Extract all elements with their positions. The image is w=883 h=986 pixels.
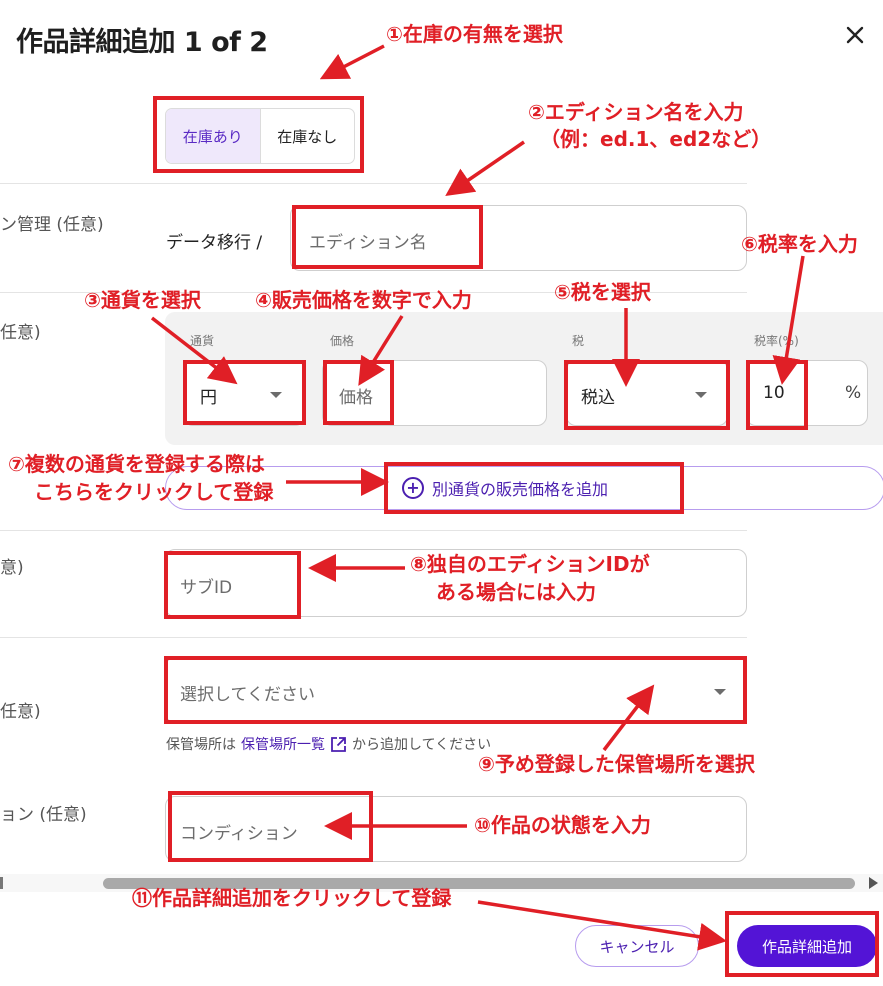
submit-button[interactable]: 作品詳細追加 [737, 925, 877, 967]
tax-rate-label: 税率(%) [754, 334, 799, 348]
condition-side-label: ョン (任意) [0, 805, 87, 825]
storage-helper: 保管場所は 保管場所一覧 から追加してください [166, 734, 491, 754]
annotation-8-line1: ⑧独自のエディションIDが [410, 552, 650, 576]
annotation-2-line1: ②エディション名を入力 [528, 100, 744, 124]
scroll-left-icon[interactable] [0, 877, 3, 889]
tax-value: 税込 [581, 388, 615, 408]
highlight-submit [725, 911, 879, 977]
highlight-sub-id [164, 551, 301, 619]
annotation-4: ④販売価格を数字で入力 [255, 288, 472, 312]
sub-id-side-label: 意) [0, 558, 24, 578]
chevron-down-icon [714, 689, 726, 695]
percent-symbol: % [845, 383, 862, 403]
tax-label: 税 [572, 334, 585, 348]
annotation-3: ③通貨を選択 [84, 288, 201, 312]
divider [0, 637, 747, 638]
divider [0, 183, 747, 184]
divider [0, 292, 747, 293]
close-icon [846, 26, 864, 44]
condition-placeholder: コンディション [180, 824, 298, 844]
highlight-tax [564, 360, 730, 430]
price-label: 価格 [330, 334, 355, 348]
tax-select[interactable]: 税込 [566, 360, 728, 426]
currency-label: 通貨 [190, 334, 215, 348]
storage-helper-prefix: 保管場所は [166, 737, 236, 753]
sub-id-placeholder: サブID [180, 578, 233, 598]
highlight-storage [164, 656, 747, 724]
annotation-5: ⑤税を選択 [554, 280, 651, 304]
price-placeholder: 価格 [339, 388, 373, 408]
annotation-10: ⑩作品の状態を入力 [474, 813, 651, 837]
add-currency-button[interactable] [165, 466, 883, 510]
scroll-right-icon[interactable] [869, 877, 878, 889]
divider [0, 530, 747, 531]
highlight-stock [153, 96, 364, 173]
edition-side-label: ン管理 (任意) [0, 215, 104, 235]
scrollbar-thumb[interactable] [103, 878, 855, 889]
storage-list-link[interactable]: 保管場所一覧 [241, 737, 325, 753]
condition-input[interactable]: コンディション [165, 796, 747, 862]
add-currency-label: 別通貨の販売価格を追加 [432, 480, 609, 499]
annotation-7-line1: ⑦複数の通貨を登録する際は [8, 452, 265, 476]
sub-id-input[interactable]: サブID [165, 549, 747, 617]
storage-side-label: 任意) [0, 702, 41, 722]
add-currency-content[interactable]: + 別通貨の販売価格を追加 [402, 476, 608, 500]
highlight-tax-rate [746, 360, 808, 430]
storage-placeholder: 選択してください [180, 685, 315, 705]
annotation-2-line2: （例：ed.1、ed2など） [540, 127, 772, 151]
highlight-condition [168, 791, 373, 862]
annotation-11: ⑪作品詳細追加をクリックして登録 [132, 886, 452, 910]
edition-prefix: データ移行 / [166, 233, 263, 253]
annotation-7-line2: こちらをクリックして登録 [34, 480, 274, 504]
annotation-6: ⑥税率を入力 [741, 232, 858, 256]
external-link-icon[interactable] [330, 736, 347, 753]
dialog-title: 作品詳細追加 1 of 2 [16, 27, 268, 58]
edition-name-input[interactable]: エディション名 [290, 205, 747, 271]
stock-toggle: 在庫あり 在庫なし [165, 108, 355, 164]
highlight-edition [292, 205, 483, 269]
stock-option-in-stock[interactable]: 在庫あり [166, 109, 261, 163]
storage-helper-suffix: から追加してください [352, 737, 492, 753]
highlight-currency [183, 360, 306, 425]
tax-rate-value: 10 [763, 383, 785, 403]
cancel-button[interactable]: キャンセル [575, 925, 699, 967]
price-side-label: 任意) [0, 323, 41, 343]
close-button[interactable] [840, 20, 870, 50]
currency-value: 円 [200, 388, 217, 408]
chevron-down-icon [270, 392, 282, 398]
annotation-8-line2: ある場合には入力 [436, 580, 596, 604]
plus-circle-icon: + [402, 477, 424, 499]
highlight-price [323, 360, 394, 425]
stock-option-out-of-stock[interactable]: 在庫なし [277, 127, 338, 146]
annotation-1: ①在庫の有無を選択 [386, 22, 563, 46]
chevron-down-icon [695, 392, 707, 398]
edition-name-placeholder: エディション名 [309, 233, 427, 253]
highlight-add-currency [384, 462, 684, 514]
annotation-9: ⑨予め登録した保管場所を選択 [478, 752, 755, 776]
